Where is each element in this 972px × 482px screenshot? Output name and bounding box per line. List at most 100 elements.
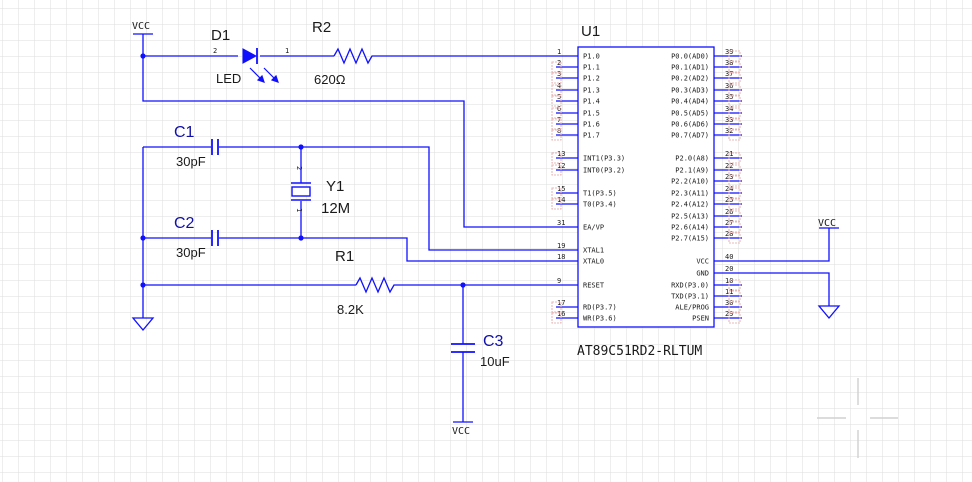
- u1-part-number: AT89C51RD2-RLTUM: [577, 344, 702, 359]
- no-connect-marker-icon: [728, 118, 741, 130]
- no-connect-marker-icon: [551, 187, 562, 199]
- capacitor-c3[interactable]: C3 10uF: [451, 333, 510, 369]
- d1-pin-cathode: 1: [285, 47, 289, 55]
- junctions: [140, 53, 466, 288]
- pin-name: VCC: [696, 258, 709, 266]
- y1-pin-bottom: 1: [295, 208, 303, 212]
- u1-ref: U1: [581, 23, 600, 40]
- pin-name: P2.3(A11): [671, 190, 709, 198]
- no-connect-marker-icon: [551, 107, 562, 119]
- resistor-r2[interactable]: R2 620Ω: [312, 19, 374, 87]
- led-d1[interactable]: D1 LED 2 1: [211, 27, 289, 86]
- wire-c2-right: [219, 237, 556, 262]
- pin-name: P1.6: [583, 121, 600, 129]
- u1-pin-8[interactable]: 8P1.7: [556, 127, 600, 140]
- pin-name: INT0(P3.2): [583, 167, 625, 175]
- pin-name: P0.3(AD3): [671, 87, 709, 95]
- y1-ref: Y1: [326, 178, 344, 195]
- d1-pin-anode: 2: [213, 47, 217, 55]
- pin-name: P1.1: [583, 64, 600, 72]
- u1-pin-6[interactable]: 6P1.5: [556, 105, 600, 118]
- pin-number: 40: [725, 253, 733, 261]
- pin-name: ALE/PROG: [675, 304, 709, 312]
- pin-name: P1.7: [583, 132, 600, 140]
- no-connect-marker-icon: [728, 164, 741, 176]
- pin-name: P0.0(AD0): [671, 53, 709, 61]
- u1-pin-7[interactable]: 7P1.6: [556, 116, 600, 129]
- u1-pin-3[interactable]: 3P1.2: [556, 70, 600, 83]
- capacitor-c1[interactable]: C1 30pF: [174, 124, 219, 169]
- pin-number: 20: [725, 265, 733, 273]
- no-connect-marker-icon: [551, 72, 562, 84]
- no-connect-marker-icon: [728, 152, 741, 164]
- pin-name: EA/VP: [583, 224, 604, 232]
- ic-u1[interactable]: U1 AT89C51RD2-RLTUM 1P1.02P1.13P1.24P1.3…: [551, 23, 742, 359]
- vcc-symbol-bottom[interactable]: VCC: [452, 421, 473, 437]
- no-connect-marker-icon: [728, 84, 741, 96]
- no-connect-marker-icon: [728, 61, 741, 73]
- no-connect-marker-icon: [728, 198, 741, 210]
- wire-u1-gnd: [742, 272, 830, 306]
- pin-name: P0.2(AD2): [671, 75, 709, 83]
- junction-dot: [140, 53, 146, 59]
- pin-name: P0.5(AD5): [671, 110, 709, 118]
- no-connect-marker-icon: [551, 312, 562, 324]
- resistor-zigzag-icon: [355, 276, 396, 294]
- pin-name: RXD(P3.0): [671, 282, 709, 290]
- pin-name: P2.0(A8): [675, 155, 709, 163]
- no-connect-marker-icon: [551, 198, 562, 210]
- wire-u1-vcc: [742, 228, 830, 262]
- d1-value: LED: [216, 71, 241, 86]
- pin-name: P1.3: [583, 87, 600, 95]
- no-connect-marker-icon: [728, 107, 741, 119]
- pin-name: P2.5(A13): [671, 213, 709, 221]
- pin-number: 4: [557, 82, 561, 90]
- u1-pin-1[interactable]: 1P1.0: [556, 48, 600, 61]
- pin-number: 7: [557, 116, 561, 124]
- r2-ref: R2: [312, 19, 331, 36]
- vcc-symbol-top-left[interactable]: VCC: [132, 21, 153, 35]
- pin-number: 9: [557, 277, 561, 285]
- pin-name: T1(P3.5): [583, 190, 617, 198]
- crystal-y1[interactable]: 2 1 Y1 12M: [291, 166, 350, 217]
- c1-value: 30pF: [176, 154, 206, 169]
- resistor-r1[interactable]: R1 8.2K: [335, 248, 396, 317]
- no-connect-marker-icon: [728, 221, 741, 233]
- pin-name: XTAL1: [583, 247, 604, 255]
- pin-number: 1: [557, 48, 561, 56]
- pin-name: RESET: [583, 282, 605, 290]
- ground-icon: [817, 305, 841, 320]
- wire-c1-right: [219, 146, 556, 251]
- y1-value: 12M: [321, 200, 350, 217]
- pin-name: P2.1(A9): [675, 167, 709, 175]
- vcc-symbol-right[interactable]: VCC: [818, 218, 839, 229]
- junction-dot: [298, 144, 304, 150]
- pin-name: P1.4: [583, 98, 600, 106]
- light-emission-arrows-icon: [249, 67, 279, 83]
- pin-number: 3: [557, 70, 561, 78]
- pin-name: P0.4(AD4): [671, 98, 709, 106]
- no-connect-marker-icon: [551, 301, 562, 313]
- ic-body: [577, 46, 715, 328]
- gnd-symbol-right[interactable]: [817, 305, 841, 320]
- u1-pin-5[interactable]: 5P1.4: [556, 93, 600, 106]
- u1-pin-4[interactable]: 4P1.3: [556, 82, 600, 95]
- wire-vcc-to-ea: [142, 56, 556, 228]
- resistor-zigzag-icon: [333, 47, 374, 65]
- gnd-symbol-left[interactable]: [131, 317, 155, 332]
- r1-value: 8.2K: [337, 302, 364, 317]
- vcc-label: VCC: [818, 218, 836, 229]
- u1-pin-2[interactable]: 2P1.1: [556, 59, 600, 72]
- capacitor-c2[interactable]: C2 30pF: [174, 215, 219, 260]
- pin-name: RD(P3.7): [583, 304, 617, 312]
- no-connect-marker-icon: [728, 187, 741, 199]
- pin-number: 6: [557, 105, 561, 113]
